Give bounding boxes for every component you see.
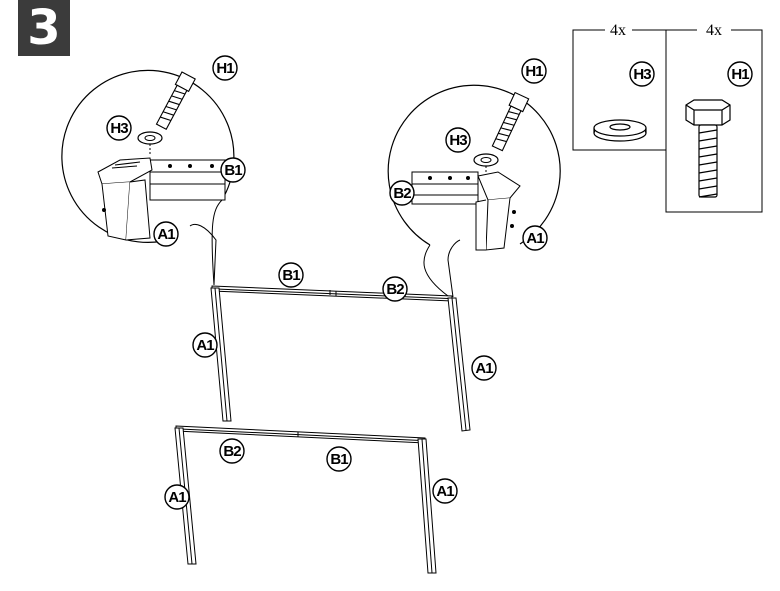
washer-quantity: 4x [610, 22, 626, 39]
bolt-quantity: 4x [706, 22, 722, 39]
detail-right-bolt-label: H1 [525, 63, 543, 80]
part-labels [106, 55, 753, 510]
detail-left-washer-label: H3 [110, 120, 128, 137]
washer-panel-frame [572, 29, 667, 151]
bolt-panel-frame [665, 29, 763, 213]
parts-washer-label: H3 [633, 66, 651, 83]
parts-bolt-label: H1 [731, 66, 749, 83]
label-bubble [432, 478, 458, 504]
detail-right-rail-label: B2 [393, 185, 411, 202]
upper-frame-post-left-label: A1 [196, 337, 214, 354]
detail-left-bolt-label: H1 [216, 60, 234, 77]
lower-frame-rail-right-label: B1 [330, 451, 348, 468]
detail-left [61, 69, 235, 286]
label-bubble [106, 115, 132, 141]
label-bubble [326, 446, 352, 472]
upper-frame-rail-right-label: B2 [386, 281, 404, 298]
detail-right-washer-label: H3 [449, 132, 467, 149]
label-bubble [629, 61, 655, 87]
detail-right-leader [447, 239, 461, 298]
bolt-icon [685, 99, 731, 198]
lower-frame-post-left-label: A1 [168, 489, 186, 506]
detail-right [387, 84, 561, 298]
upper-frame [210, 285, 471, 432]
detail-right-bolt-icon [491, 91, 530, 152]
label-bubble [522, 225, 548, 251]
detail-right-rail [411, 171, 479, 205]
detail-right-post-label: A1 [526, 230, 544, 247]
parts-box [572, 29, 763, 213]
label-bubble [471, 355, 497, 381]
label-bubble [164, 484, 190, 510]
washer-icon [593, 119, 647, 142]
detail-left-leader [189, 223, 217, 286]
detail-left-rail [149, 159, 226, 201]
detail-left-rail-label: B1 [224, 162, 242, 179]
detail-left-circle [61, 69, 235, 243]
detail-right-circle [387, 84, 561, 246]
label-bubble [521, 58, 547, 84]
label-bubble [382, 276, 408, 302]
detail-left-bolt-icon [155, 71, 196, 131]
label-bubble [389, 180, 415, 206]
label-bubble [153, 221, 179, 247]
upper-frame-rail-left-label: B1 [282, 267, 300, 284]
label-bubble [220, 157, 246, 183]
label-bubble [219, 438, 245, 464]
upper-frame-post-right-label: A1 [475, 360, 493, 377]
detail-left-post-label: A1 [157, 226, 175, 243]
label-bubble [445, 127, 471, 153]
detail-left-post [97, 157, 153, 241]
label-bubble [192, 332, 218, 358]
lower-frame [174, 425, 437, 574]
lower-frame-post-right-label: A1 [436, 483, 454, 500]
lower-frame-rail-left-label: B2 [223, 443, 241, 460]
label-bubble [278, 262, 304, 288]
step-number-badge: 3 [18, 0, 70, 56]
detail-right-post [475, 171, 521, 251]
label-bubble [212, 55, 238, 81]
label-bubble [727, 61, 753, 87]
